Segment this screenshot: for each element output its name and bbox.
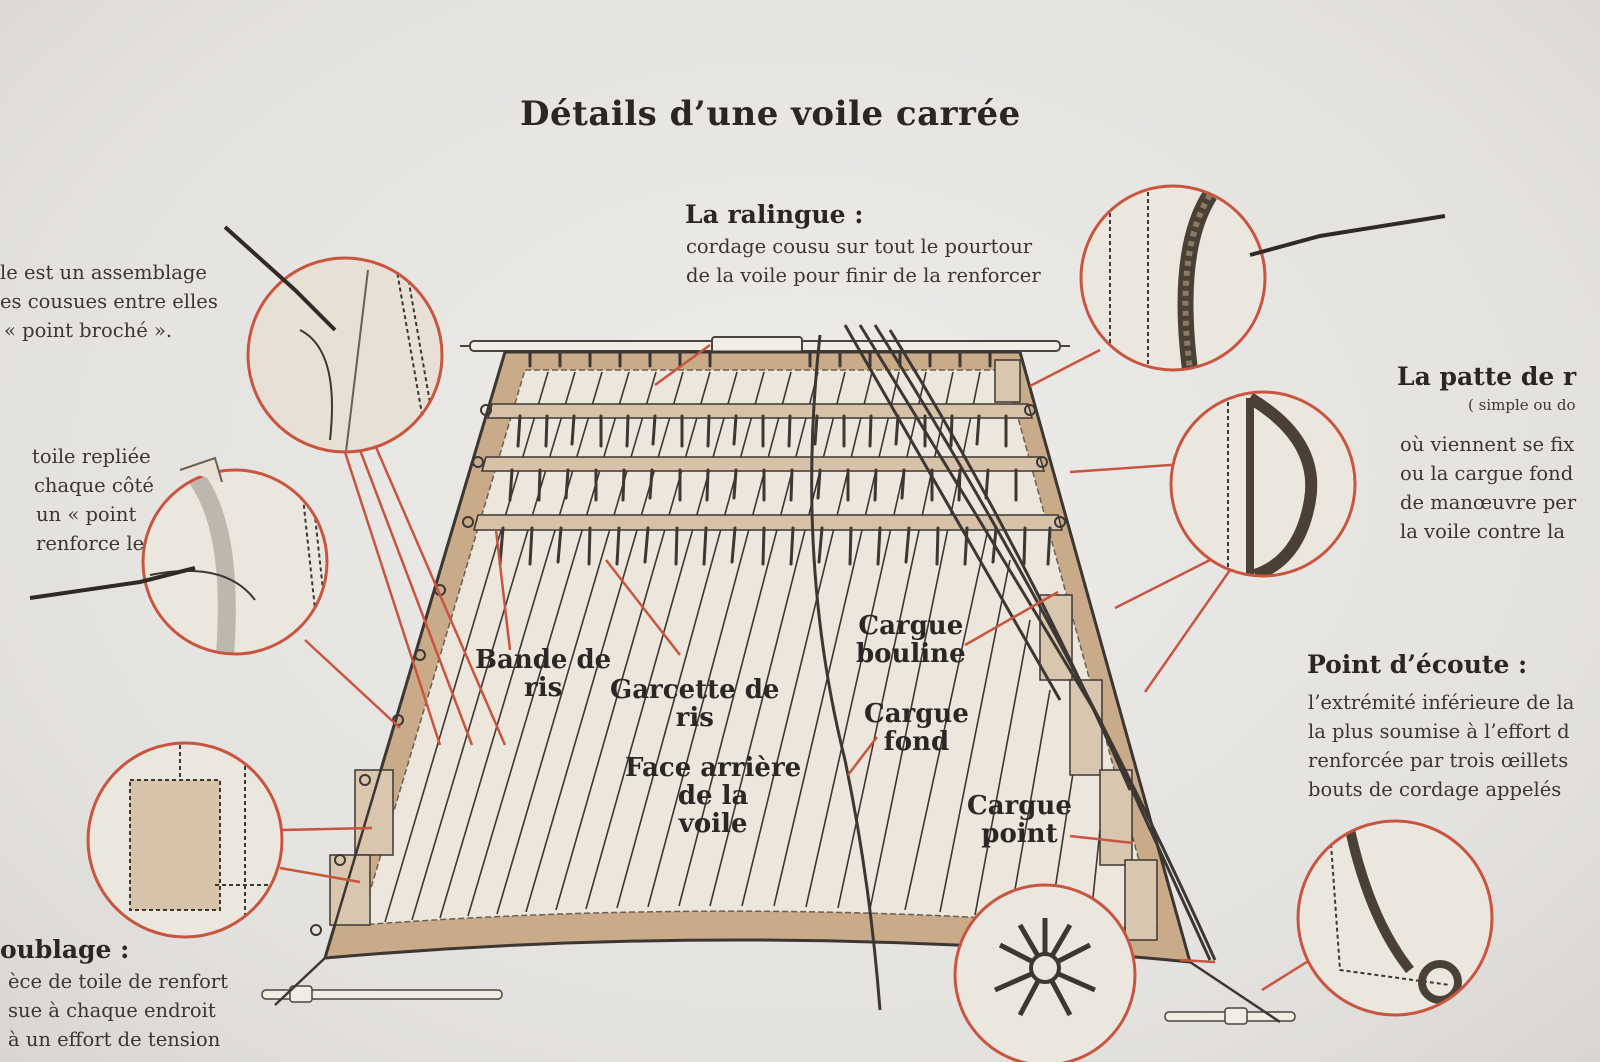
point-ecoute-heading: Point d’écoute :	[1307, 650, 1527, 679]
patte-line: où viennent se fix	[1400, 430, 1576, 459]
mid-left-line: chaque côté	[20, 471, 154, 500]
detail-circle-clew	[1298, 821, 1492, 1015]
ralingue-line: cordage cousu sur tout le pourtour	[686, 232, 1041, 261]
detail-circle-boltrope	[1081, 185, 1445, 370]
label-garcette-de-ris: Garcette de ris	[610, 676, 779, 732]
page-title: Détails d’une voile carrée	[520, 94, 1021, 134]
label-line: Face arrière	[625, 754, 801, 782]
label-line: Garcette de	[610, 676, 779, 704]
patte-description: où viennent se fix ou la cargue fond de …	[1400, 430, 1576, 546]
label-line: voile	[625, 810, 801, 838]
doublage-line: à un effort de tension	[0, 1025, 228, 1054]
bottom-boom-left	[262, 986, 502, 1002]
doublage-heading: oublage :	[0, 935, 129, 964]
patte-line: la voile contre la	[1400, 517, 1576, 546]
doublage-description: èce de toile de renfort sue à chaque end…	[0, 967, 228, 1054]
patte-line: de manœuvre per	[1400, 488, 1576, 517]
label-face-arriere: Face arrière de la voile	[625, 754, 801, 838]
detail-circle-patte	[1171, 392, 1355, 576]
label-cargue-fond: Cargue fond	[864, 700, 969, 756]
point-ecoute-line: la plus soumise à l’effort d	[1308, 717, 1574, 746]
point-ecoute-description: l’extrémité inférieure de la la plus sou…	[1308, 688, 1574, 804]
point-ecoute-line: bouts de cordage appelés	[1308, 775, 1574, 804]
point-ecoute-line: l’extrémité inférieure de la	[1308, 688, 1574, 717]
label-line: de la	[625, 782, 801, 810]
mid-left-line: toile repliée	[20, 442, 154, 471]
top-left-line: es cousues entre elles	[0, 287, 218, 316]
mid-left-text: toile repliée chaque côté un « point ren…	[20, 442, 154, 558]
ralingue-description: cordage cousu sur tout le pourtour de la…	[686, 232, 1041, 290]
doublage-line: sue à chaque endroit	[0, 996, 228, 1025]
patte-subtitle: ( simple ou do	[1468, 396, 1575, 414]
label-line: bouline	[856, 640, 966, 668]
label-line: fond	[864, 728, 969, 756]
detail-circle-doubling	[88, 743, 290, 940]
mid-left-line: renforce le	[20, 529, 154, 558]
label-cargue-point: Cargue point	[967, 792, 1072, 848]
ralingue-line: de la voile pour finir de la renforcer	[686, 261, 1041, 290]
label-line: Cargue	[864, 700, 969, 728]
label-line: ris	[610, 704, 779, 732]
label-line: ris	[475, 674, 611, 702]
top-left-line: « point broché ».	[0, 316, 218, 345]
label-bande-de-ris: Bande de ris	[475, 646, 611, 702]
label-line: Bande de	[475, 646, 611, 674]
label-cargue-bouline: Cargue bouline	[856, 612, 966, 668]
top-left-line: le est un assemblage	[0, 258, 218, 287]
ralingue-heading: La ralingue :	[685, 200, 864, 229]
patte-heading: La patte de r	[1397, 362, 1576, 391]
top-left-text: le est un assemblage es cousues entre el…	[0, 258, 218, 345]
label-line: Cargue	[967, 792, 1072, 820]
bottom-boom-right	[1165, 1008, 1295, 1024]
detail-circle-grommet	[955, 885, 1135, 1062]
label-line: Cargue	[856, 612, 966, 640]
label-line: point	[967, 820, 1072, 848]
patte-line: ou la cargue fond	[1400, 459, 1576, 488]
detail-circle-seams	[225, 227, 450, 460]
mid-left-line: un « point	[20, 500, 154, 529]
point-ecoute-line: renforcée par trois œillets	[1308, 746, 1574, 775]
doublage-line: èce de toile de renfort	[0, 967, 228, 996]
